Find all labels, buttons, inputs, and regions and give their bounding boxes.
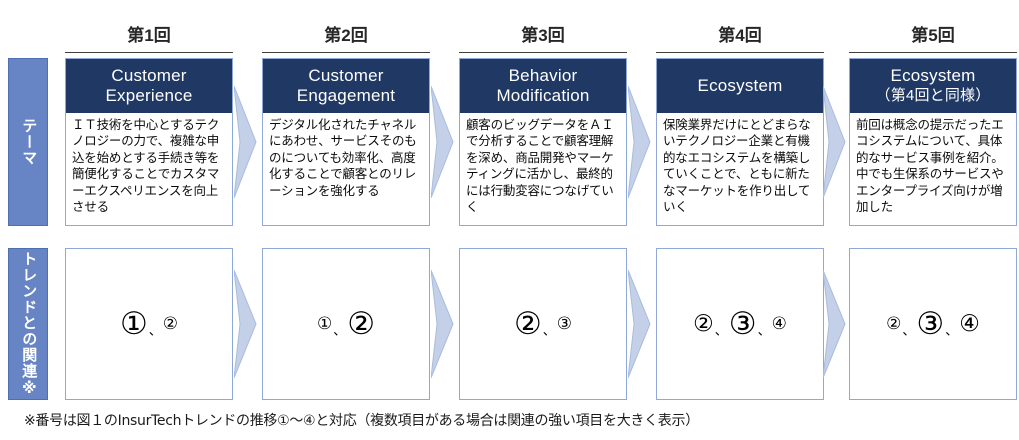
theme-card-2: Customer Engagement デジタル化されたチャネルにあわせ、サービ… xyxy=(262,58,430,226)
flow-arrow-theme-1to2 xyxy=(234,86,258,198)
trend-number: ② xyxy=(886,313,902,334)
trend-separator: 、 xyxy=(542,323,556,339)
session-header-4: 第4回 xyxy=(718,26,762,45)
theme-title-5-line2: （第4回と同様） xyxy=(875,87,991,104)
trend-separator: 、 xyxy=(148,323,162,339)
trend-separator: 、 xyxy=(757,323,771,339)
session-rule-2 xyxy=(262,52,430,53)
trend-numbers-2: ①、② xyxy=(316,305,376,342)
theme-title-3: Behavior Modification xyxy=(460,59,626,113)
session-header-3: 第3回 xyxy=(521,26,565,45)
trend-number: ② xyxy=(513,305,542,342)
flow-arrow-trend-1to2 xyxy=(234,270,258,378)
session-header-2: 第2回 xyxy=(324,26,368,45)
flow-arrow-theme-2to3 xyxy=(431,86,455,198)
row-label-trend-text: トレンドとの関連※ xyxy=(20,250,38,398)
trend-separator: 、 xyxy=(714,323,728,339)
flow-arrow-trend-4to5 xyxy=(823,270,847,378)
trend-number: ② xyxy=(347,305,376,342)
theme-title-3-line1: Behavior xyxy=(508,66,578,85)
theme-title-2-line1: Customer xyxy=(308,66,384,85)
theme-card-4: Ecosystem 保険業界だけにとどまらないテクノロジー企業と有機的なエコシス… xyxy=(656,58,824,226)
theme-card-1: Customer Experience ＩＴ技術を中心とするテクノロジーの力で、… xyxy=(65,58,233,226)
theme-body-2: デジタル化されたチャネルにあわせ、サービスそのものについても効率化、高度化するこ… xyxy=(269,117,417,198)
trend-card-4: ②、③、④ xyxy=(656,248,824,400)
theme-card-3: Behavior Modification 顧客のビッグデータをＡＩで分析するこ… xyxy=(459,58,627,226)
flow-arrow-trend-3to4 xyxy=(628,270,652,378)
row-label-trend: トレンドとの関連※ xyxy=(8,248,48,400)
theme-title-4-line1: Ecosystem xyxy=(697,76,783,95)
session-rule-4 xyxy=(656,52,824,53)
row-label-theme: テーマ xyxy=(8,58,48,226)
session-rule-5 xyxy=(849,52,1017,53)
theme-body-3: 顧客のビッグデータをＡＩで分析することで顧客理解を深め、商品開発やマーケティング… xyxy=(466,117,614,215)
theme-title-2-line2: Engagement xyxy=(296,86,396,105)
session-rule-1 xyxy=(65,52,233,53)
trend-numbers-3: ②、③ xyxy=(513,305,573,342)
trend-number: ① xyxy=(119,305,148,342)
theme-title-2: Customer Engagement xyxy=(263,59,429,113)
trend-separator: 、 xyxy=(902,323,916,339)
trend-number: ③ xyxy=(916,305,945,342)
theme-body-5: 前回は概念の提示だったエコシステムについて、具体的なサービス事例を紹介。中でも生… xyxy=(856,117,1004,215)
trend-numbers-5: ②、③、④ xyxy=(886,305,980,342)
theme-title-1-line2: Experience xyxy=(105,86,193,105)
session-rule-3 xyxy=(459,52,627,53)
session-header-5: 第5回 xyxy=(911,26,955,45)
trend-card-5: ②、③、④ xyxy=(849,248,1017,400)
theme-body-4: 保険業界だけにとどまらないテクノロジー企業と有機的なエコシステムを構築していくこ… xyxy=(663,117,811,215)
trend-card-2: ①、② xyxy=(262,248,430,400)
theme-card-5: Ecosystem （第4回と同様） 前回は概念の提示だったエコシステムについて… xyxy=(849,58,1017,226)
theme-title-5: Ecosystem （第4回と同様） xyxy=(850,59,1016,113)
theme-title-1: Customer Experience xyxy=(66,59,232,113)
trend-number: ④ xyxy=(771,313,787,334)
trend-number: ① xyxy=(316,313,333,334)
trend-card-1: ①、② xyxy=(65,248,233,400)
theme-title-1-line1: Customer xyxy=(111,66,187,85)
trend-separator: 、 xyxy=(945,323,959,339)
theme-title-4: Ecosystem xyxy=(657,59,823,113)
trend-numbers-1: ①、② xyxy=(119,305,179,342)
row-label-theme-text: テーマ xyxy=(20,118,38,166)
flow-arrow-theme-3to4 xyxy=(628,86,652,198)
trend-separator: 、 xyxy=(333,323,347,339)
footnote: ※番号は図１のInsurTechトレンドの推移①～④と対応（複数項目がある場合は… xyxy=(24,413,699,429)
flow-arrow-trend-2to3 xyxy=(431,270,455,378)
trend-number: ④ xyxy=(959,310,980,337)
flow-arrow-theme-4to5 xyxy=(823,86,847,198)
session-header-1: 第1回 xyxy=(127,26,171,45)
trend-numbers-4: ②、③、④ xyxy=(693,305,787,342)
trend-number: ② xyxy=(693,310,714,337)
trend-number: ③ xyxy=(728,305,757,342)
theme-title-5-line1: Ecosystem xyxy=(890,66,976,85)
theme-title-3-line2: Modification xyxy=(496,86,590,105)
theme-body-1: ＩＴ技術を中心とするテクノロジーの力で、複雑な申込を始めとする手続き等を簡便化す… xyxy=(72,117,220,215)
trend-card-3: ②、③ xyxy=(459,248,627,400)
trend-number: ③ xyxy=(556,313,573,334)
trend-number: ② xyxy=(162,313,179,334)
